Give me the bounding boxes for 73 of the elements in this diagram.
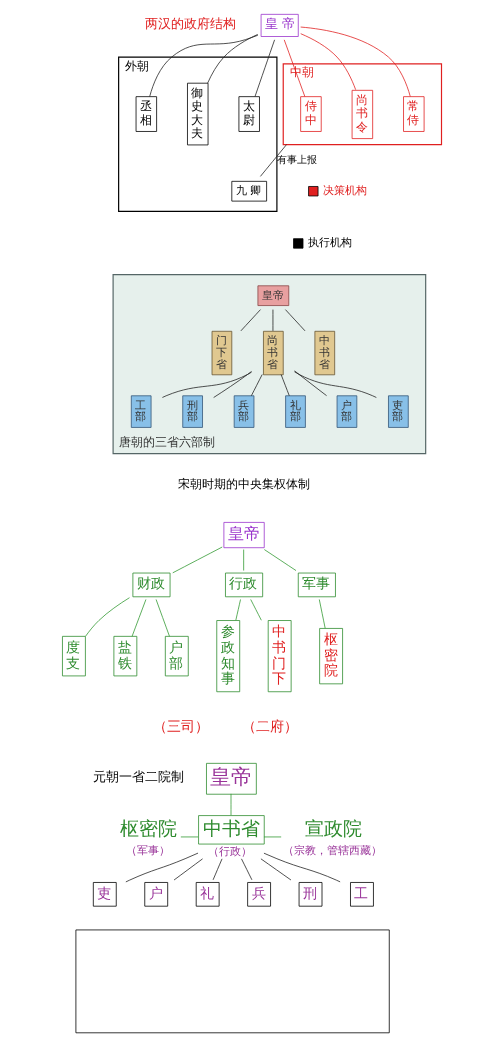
- connector: [300, 26, 411, 97]
- node-label: （行政）: [208, 844, 253, 858]
- connector: [241, 858, 253, 881]
- connector: [149, 34, 259, 97]
- connector: [173, 858, 203, 881]
- node-box: 尚书令: [351, 89, 374, 139]
- node-box: 皇帝: [223, 522, 265, 549]
- node-box: 军事: [297, 572, 336, 598]
- connector: [260, 858, 292, 881]
- connector: [207, 34, 259, 84]
- node-box: 皇 帝: [260, 13, 299, 37]
- connector: [131, 599, 147, 637]
- connector: [172, 546, 223, 574]
- node-box: 常侍: [403, 96, 425, 132]
- connector: [250, 599, 262, 621]
- node-label: （宗教，管辖西藏）: [283, 843, 383, 857]
- connector: [180, 836, 199, 838]
- node-box: 行政: [225, 572, 264, 598]
- legend-label: 决策机构: [322, 184, 367, 198]
- connector: [318, 599, 326, 629]
- label: 元朝一省二院制: [92, 769, 184, 785]
- connector: [260, 144, 287, 177]
- node-box: 参政知事: [216, 620, 241, 693]
- connector: [162, 371, 252, 398]
- connector: [230, 793, 232, 816]
- node-box: 工: [350, 882, 374, 907]
- connector: [300, 33, 357, 91]
- connector: [294, 370, 327, 397]
- node-box: 盐铁: [113, 635, 138, 677]
- connector: [155, 599, 170, 637]
- node-text: 枢密院: [120, 816, 178, 839]
- connector: [280, 374, 290, 397]
- connector: [212, 858, 223, 881]
- connector: [125, 852, 199, 883]
- node-box: 枢密院: [319, 628, 343, 685]
- connector: [263, 836, 282, 838]
- connector: [251, 374, 263, 397]
- node-text: 宣政院: [305, 816, 363, 839]
- node-box: 太尉: [238, 96, 260, 132]
- connector: [254, 39, 275, 97]
- legend-label: 执行机构: [307, 236, 352, 250]
- label: （三司）: [153, 717, 210, 734]
- node-label: （军事）: [126, 843, 171, 857]
- node-box: 刑: [298, 882, 323, 907]
- node-box: 中书门下: [267, 620, 292, 693]
- node-box: 中书省: [198, 815, 265, 845]
- node-box: 御史大夫: [187, 82, 209, 146]
- connector: [294, 371, 377, 398]
- connector: [285, 309, 306, 332]
- connector: [213, 371, 252, 398]
- connector: [240, 309, 261, 332]
- label: （二府）: [241, 717, 298, 734]
- node-box: 兵: [247, 882, 271, 907]
- connector: [85, 597, 130, 637]
- connector: [263, 549, 297, 571]
- node-box: [75, 929, 390, 1034]
- node-box: 财政: [132, 572, 171, 598]
- node-box: 度支: [62, 635, 86, 677]
- edge-label: 有事上报: [276, 153, 317, 166]
- connector: [243, 549, 245, 571]
- node-box: 户: [144, 882, 169, 907]
- label: 两汉的政府结构: [145, 16, 237, 32]
- node-box: 丞相: [135, 96, 157, 132]
- node-box: 礼: [195, 882, 220, 907]
- node-box: 户部: [164, 635, 189, 677]
- connector: [235, 599, 241, 621]
- node-box: 九 卿: [231, 180, 267, 202]
- node-box: 吏: [92, 882, 117, 907]
- node-box: 侍中: [300, 96, 322, 132]
- node-box: 皇帝: [206, 762, 257, 795]
- connector: [263, 852, 341, 883]
- connector: [283, 39, 306, 97]
- label: 宋朝时期的中央集权体制: [177, 476, 310, 491]
